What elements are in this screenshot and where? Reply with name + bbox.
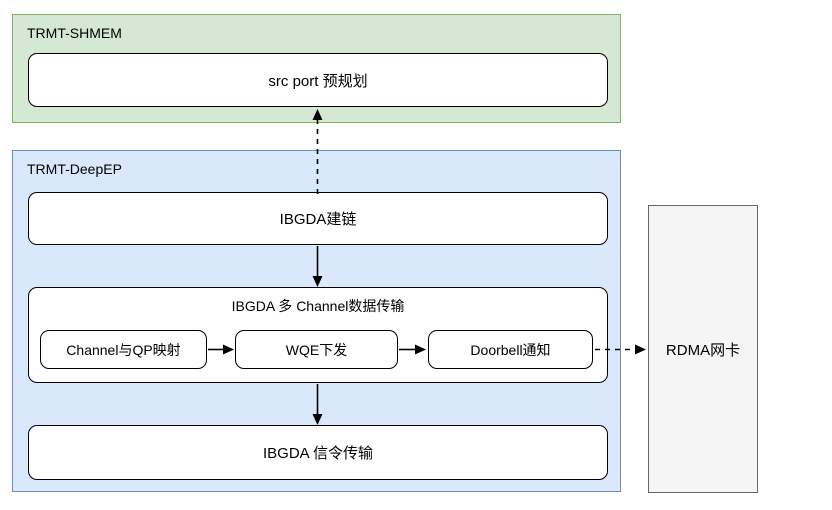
node-ibgda-signal-label: IBGDA 信令传输 bbox=[262, 445, 374, 462]
node-wqe-label: WQE下发 bbox=[285, 341, 348, 358]
node-ibgda-signal: IBGDA 信令传输 bbox=[28, 425, 608, 480]
group-trmt-deepep-label: TRMT-DeepEP bbox=[27, 161, 122, 177]
group-trmt-shmem-label: TRMT-SHMEM bbox=[27, 25, 122, 41]
node-doorbell-label: Doorbell通知 bbox=[470, 341, 551, 358]
node-channel-group-label: IBGDA 多 Channel数据传输 bbox=[231, 298, 405, 314]
node-ibgda-link: IBGDA建链 bbox=[28, 192, 608, 245]
node-src-port-label: src port 预规划 bbox=[268, 72, 368, 90]
node-channel-qp: Channel与QP映射 bbox=[40, 330, 207, 369]
node-wqe: WQE下发 bbox=[235, 330, 398, 369]
node-doorbell: Doorbell通知 bbox=[428, 330, 593, 369]
node-rdma-nic-label: RDMA网卡 bbox=[665, 341, 741, 359]
node-channel-qp-label: Channel与QP映射 bbox=[66, 341, 181, 358]
node-ibgda-link-label: IBGDA建链 bbox=[279, 211, 357, 228]
node-rdma-nic: RDMA网卡 bbox=[648, 205, 758, 493]
node-src-port: src port 预规划 bbox=[28, 53, 608, 107]
